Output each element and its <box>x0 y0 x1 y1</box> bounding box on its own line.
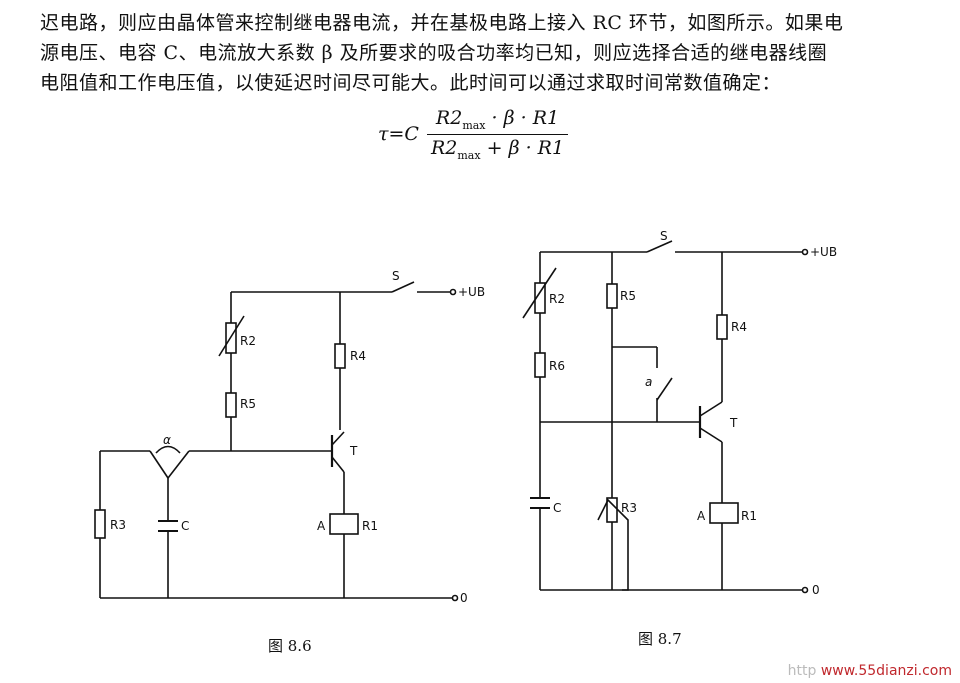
fig2-wires <box>539 240 802 591</box>
fig2-r5-resistor <box>606 283 618 309</box>
fig2-label-a: A <box>697 509 706 523</box>
fig1-label-r3: R3 <box>110 518 126 532</box>
fig1-r2-resistor <box>225 322 237 354</box>
fig2-r2-adjust-arrow <box>522 267 557 319</box>
fig2-caption: 图 8.7 <box>638 630 682 648</box>
fig2-relay-coil <box>709 502 739 524</box>
fig2-r3-adjust-arrow <box>597 498 629 591</box>
fig1-label-s: S <box>392 269 400 283</box>
fraction-bar <box>426 133 569 135</box>
formula-denominator: R2max + β · R1 <box>430 136 565 162</box>
fig2-r2-resistor <box>534 282 546 314</box>
fig1-wires <box>99 281 452 599</box>
fig1-r2-adjust-arrow <box>218 315 245 357</box>
fig2-label-s: S <box>660 229 668 243</box>
fig1-ub-terminal <box>449 288 457 296</box>
fig2-label-zero: 0 <box>812 583 820 597</box>
paragraph-line-1: 迟电路，则应由晶体管来控制继电器电流，并在基极电路上接入 RC 环节，如图所示。… <box>40 12 844 34</box>
fig2-label-r1: R1 <box>741 509 757 523</box>
fig1-label-r2: R2 <box>240 334 256 348</box>
fig1-ground-terminal <box>451 594 459 602</box>
fig1-label-r4: R4 <box>350 349 366 363</box>
fig1-label-ub: +UB <box>458 285 485 299</box>
fig2-label-ub: +UB <box>810 245 837 259</box>
fig1-caption: 图 8.6 <box>268 637 312 655</box>
fig1-relay-coil <box>329 513 359 535</box>
fig1-label-a: A <box>317 519 326 533</box>
fig2-label-r4: R4 <box>731 320 747 334</box>
paragraph-line-2: 源电压、电容 C、电流放大系数 β 及所要求的吸合功率均已知，则应选择合适的继电… <box>40 42 828 64</box>
fig2-ground-terminal <box>801 586 809 594</box>
formula-numerator: R2max · β · R1 <box>435 106 560 132</box>
fig2-label-c: C <box>553 501 561 515</box>
fig2-label-r6: R6 <box>549 359 565 373</box>
fig1-label-alpha: α <box>163 433 171 447</box>
fig2-label-r2: R2 <box>549 292 565 306</box>
formula-fraction: R2max · β · R1 R2max + β · R1 <box>426 106 569 162</box>
fig1-label-c: C <box>181 519 189 533</box>
watermark-site: www.55dianzi.com <box>820 663 952 679</box>
fig2-label-r3: R3 <box>621 501 637 515</box>
fig2-r6-resistor <box>534 352 546 378</box>
fig1-label-r1: R1 <box>362 519 378 533</box>
intro-paragraph: 迟电路，则应由晶体管来控制继电器电流，并在基极电路上接入 RC 环节，如图所示。… <box>40 8 920 98</box>
fig2-label-t: T <box>729 416 738 430</box>
fig1-r4-resistor <box>334 343 346 369</box>
fig2-label-a-switch: a <box>645 375 652 389</box>
watermark: http www.55dianzi.com <box>788 663 952 679</box>
watermark-prefix: http <box>787 663 817 679</box>
fig1-label-t: T <box>349 444 358 458</box>
time-constant-formula: τ=C R2max · β · R1 R2max + β · R1 <box>378 106 569 162</box>
fig2-r4-resistor <box>716 314 728 340</box>
fig1-label-zero: 0 <box>460 591 468 605</box>
fig1-r5-resistor <box>225 392 237 418</box>
fig1-label-r5: R5 <box>240 397 256 411</box>
fig1-r3-resistor <box>94 509 106 539</box>
fig2-ub-terminal <box>801 248 809 256</box>
fig2-label-r5: R5 <box>620 289 636 303</box>
paragraph-line-3: 电阻值和工作电压值，以使延迟时间尽可能大。此时间可以通过求取时间常数值确定： <box>40 72 782 94</box>
formula-lhs: τ=C <box>378 123 419 145</box>
